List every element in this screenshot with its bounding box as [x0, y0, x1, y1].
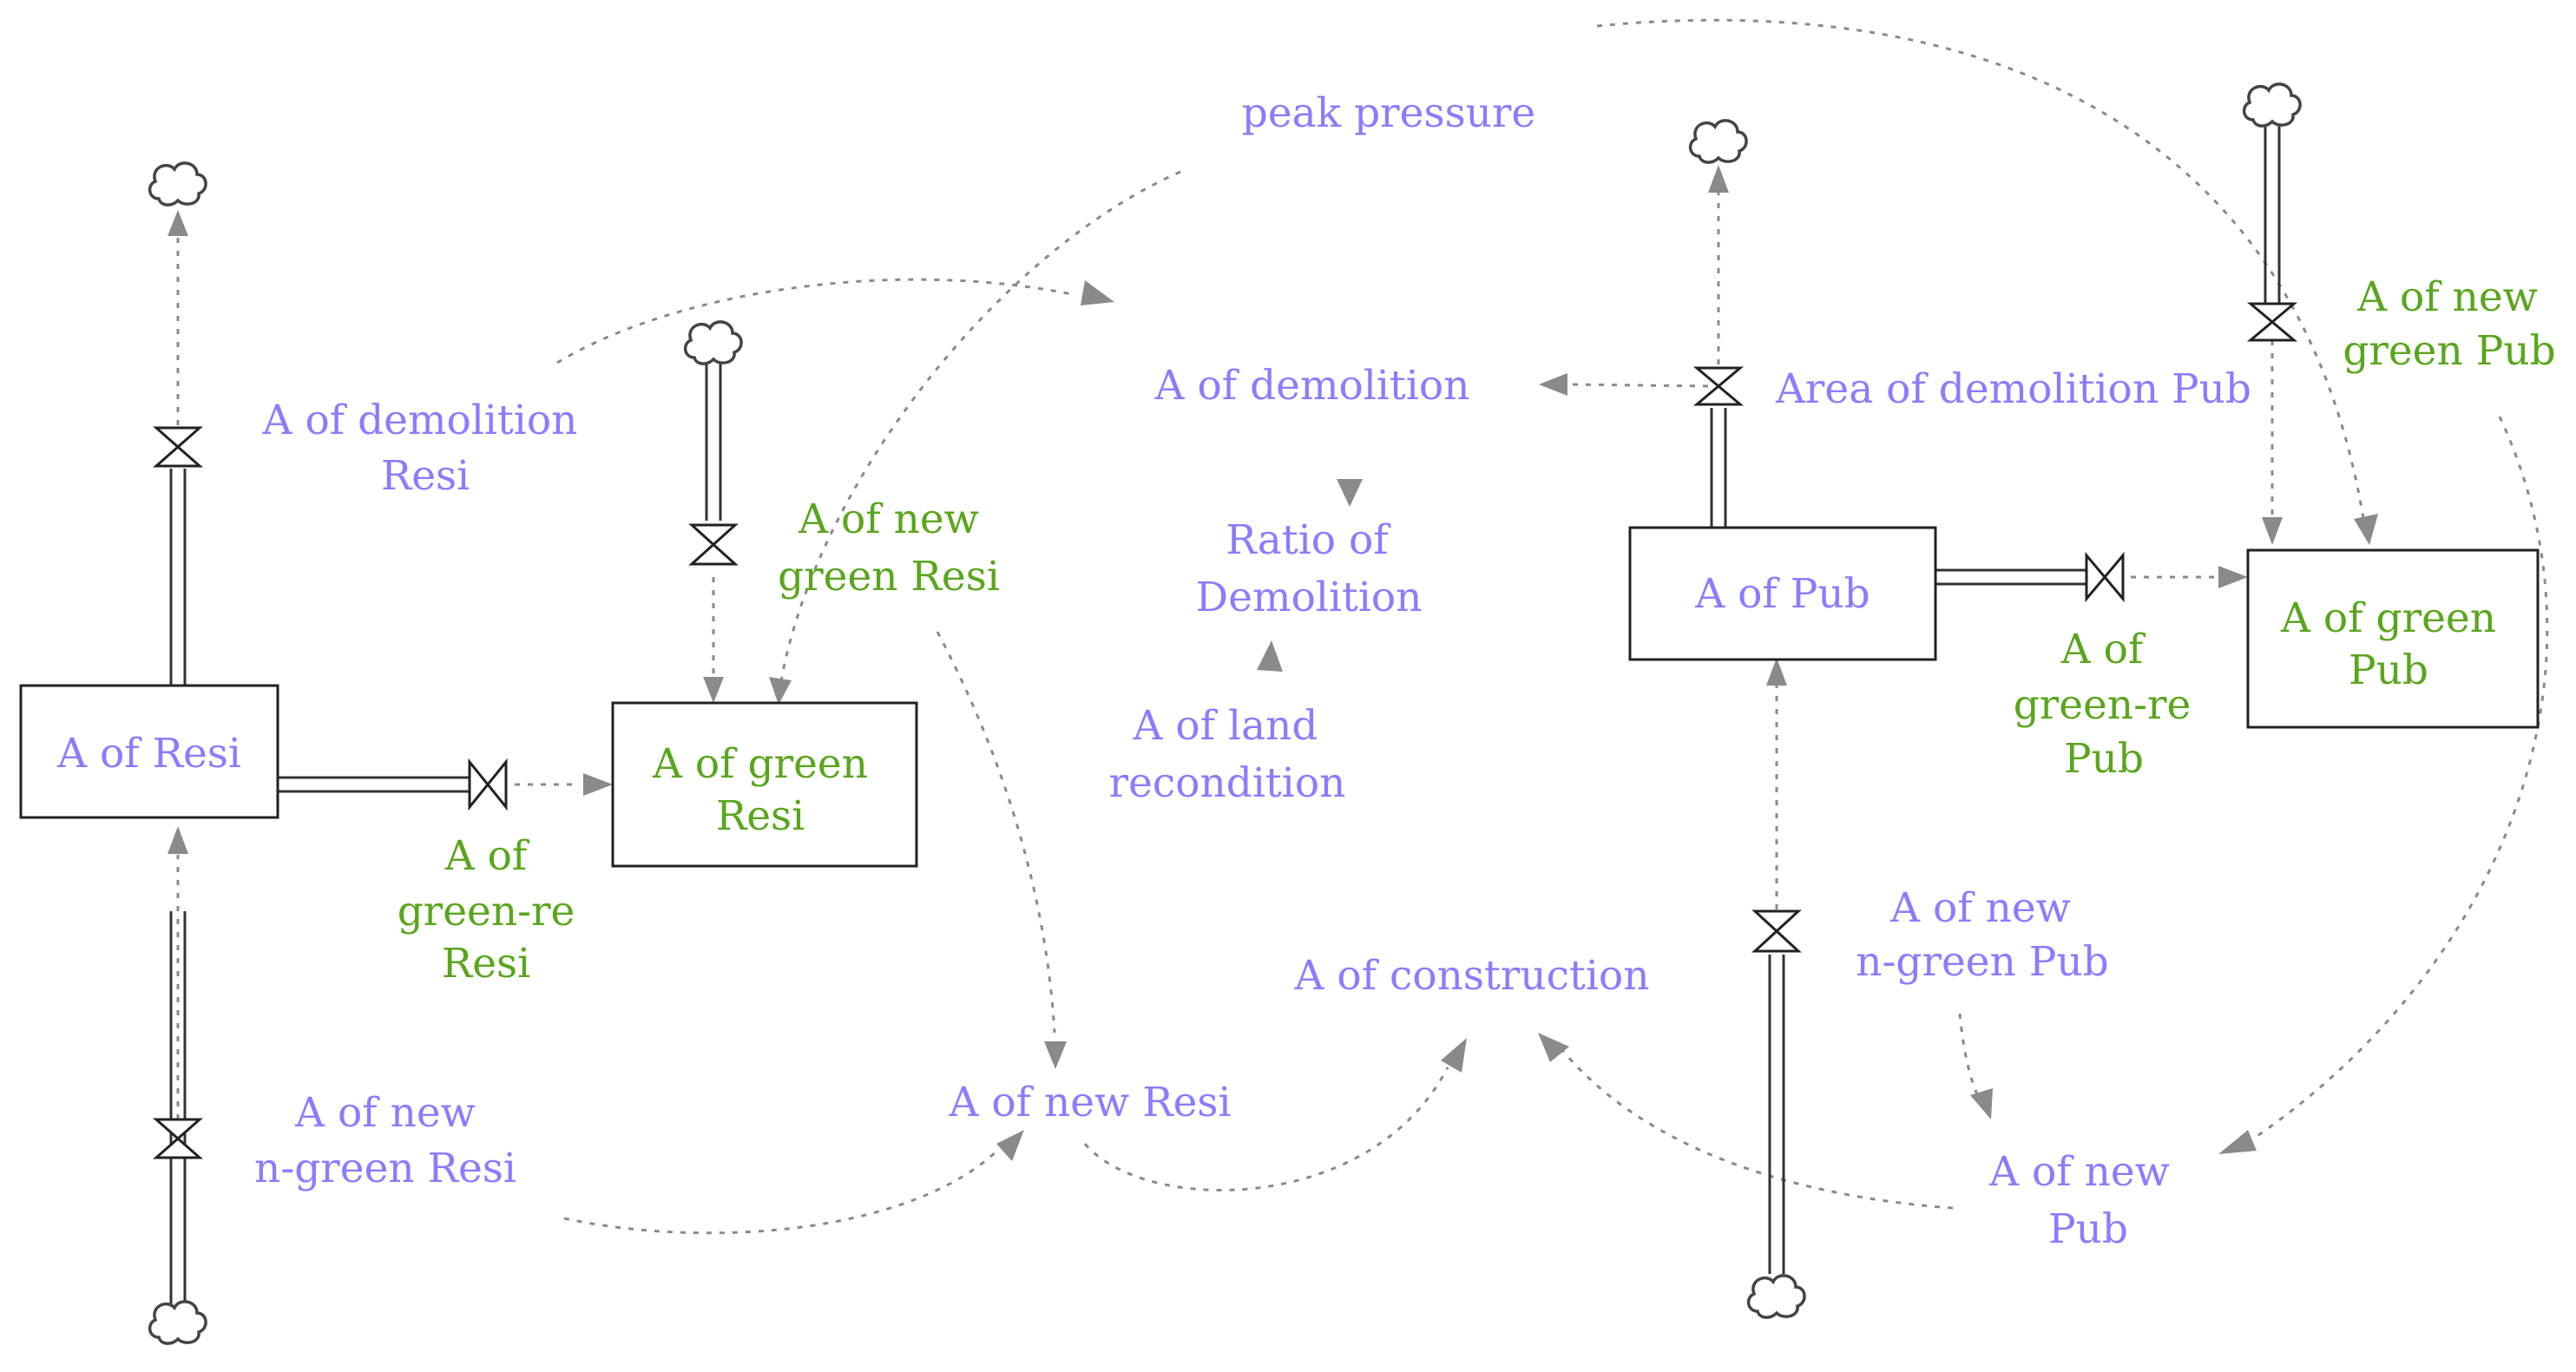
label-ratio-of-demolition: Ratio of	[1226, 516, 1391, 564]
arrowhead	[769, 677, 792, 705]
link-peak-pressure-to-green-resi	[779, 170, 1181, 682]
pipe-pub-new-n-green	[1768, 955, 1785, 1274]
arrowhead	[1970, 1088, 1993, 1119]
label-new-n-green-pub: A of new	[1889, 884, 2071, 932]
label-green-re-resi: Resi	[442, 940, 530, 988]
label-new-green-pub: green Pub	[2343, 327, 2555, 375]
label-demolition: A of demolition	[1154, 362, 1470, 410]
valve-green-re-pub	[2085, 551, 2125, 603]
cloud-icon	[683, 320, 743, 365]
arrowhead	[1337, 479, 1363, 507]
valve-new-green-resi	[688, 523, 739, 566]
arrowhead	[996, 1130, 1024, 1161]
arrowhead	[2218, 1130, 2257, 1154]
pipe-resi-new-n-green	[169, 1159, 187, 1306]
stock-box-green-resi[interactable]	[611, 701, 918, 868]
label-green-re-pub: Pub	[2064, 735, 2144, 783]
link-new-green-pub-to-new-pub	[2249, 416, 2549, 1143]
valve-demolition-resi	[153, 426, 203, 468]
label-demolition-resi: A of demolition	[262, 397, 578, 444]
pipe-new-green-resi	[705, 363, 722, 521]
arrowhead	[2354, 514, 2378, 545]
label-new-resi: A of new Resi	[948, 1079, 1231, 1126]
label-land-recondition: A of land	[1133, 702, 1318, 750]
cloud-icon	[2242, 82, 2302, 128]
label-demolition-pub: Area of demolition Pub	[1775, 365, 2251, 413]
link-peak-pressure-to-green-pub	[1596, 18, 2367, 530]
pipe-resi-new-n-green-upper	[169, 911, 187, 1159]
pipe-green-re-pub	[1935, 568, 2087, 586]
cloud-icon	[1746, 1274, 1806, 1319]
label-new-pub: A of new	[1988, 1148, 2170, 1196]
label-new-pub: Pub	[2048, 1205, 2128, 1253]
link-new-pub-to-construction	[1561, 1049, 1954, 1210]
label-land-recondition: recondition	[1109, 759, 1346, 807]
label-green-re-resi: A of	[444, 832, 530, 880]
label-demolition-resi: Resi	[381, 452, 470, 500]
stock-label-green-pub: Pub	[2349, 647, 2428, 694]
arrowhead	[1708, 165, 1729, 193]
arrowhead	[703, 677, 724, 703]
stock-box-resi[interactable]	[19, 684, 279, 819]
arrowhead	[1539, 373, 1567, 396]
arrowhead	[1538, 1033, 1569, 1062]
valve-new-green-pub	[2246, 302, 2298, 342]
labels: A of Resi A of green Resi A of Pub A of …	[56, 89, 2556, 1253]
label-new-green-resi: A of new	[798, 496, 979, 543]
label-construction: A of construction	[1294, 952, 1650, 1000]
arrowhead	[1766, 658, 1787, 686]
cloud-icon	[1688, 119, 1748, 164]
link-demolition-resi-to-demolition	[556, 278, 1077, 364]
label-peak-pressure: peak pressure	[1242, 89, 1536, 137]
label-new-green-resi: green Resi	[778, 553, 1000, 601]
influence-links	[176, 18, 2549, 1235]
stocks	[19, 526, 2540, 868]
valves	[153, 302, 2298, 1159]
link-new-n-green-resi-to-new-resi	[563, 1148, 1000, 1235]
stock-label-pub: A of Pub	[1694, 570, 1870, 618]
link-new-resi-to-construction	[1083, 1067, 1449, 1191]
label-green-re-resi: green-re	[398, 888, 575, 935]
stock-box-green-pub[interactable]	[2246, 548, 2540, 729]
valve-demolition-pub	[1692, 366, 1745, 406]
stock-box-pub[interactable]	[1628, 526, 1937, 661]
arrowhead	[2218, 566, 2248, 588]
arrowheads	[168, 165, 2378, 1161]
label-new-n-green-pub: n-green Pub	[1856, 938, 2109, 986]
label-ratio-of-demolition: Demolition	[1196, 574, 1423, 621]
valve-green-re-resi	[468, 758, 508, 811]
pipe-new-green-pub	[2264, 126, 2281, 304]
flow-pipes	[169, 126, 2281, 1306]
arrowhead	[2262, 517, 2283, 545]
cloud-icon	[148, 1300, 207, 1345]
arrowhead	[583, 773, 613, 796]
arrowhead	[1441, 1038, 1467, 1073]
label-new-green-pub: A of new	[2356, 273, 2538, 321]
pipe-resi-demolition-walls	[169, 469, 187, 686]
arrowhead	[1081, 280, 1114, 305]
label-new-n-green-resi: A of new	[294, 1089, 476, 1137]
label-green-re-pub: green-re	[2014, 681, 2192, 729]
arrowhead	[168, 210, 188, 236]
label-green-re-pub: A of	[2060, 626, 2146, 673]
stock-label-green-pub: A of green	[2280, 594, 2496, 642]
pipe-green-re-resi	[278, 776, 469, 793]
link-new-n-green-pub-to-new-pub	[1958, 1013, 1985, 1107]
valve-new-n-green-pub	[1751, 909, 1802, 953]
cloud-icon	[148, 161, 207, 207]
arrowhead	[1044, 1041, 1067, 1069]
valve-new-n-green-resi	[153, 1118, 203, 1159]
arrowhead	[1257, 640, 1283, 672]
link-new-green-resi-to-new-resi	[936, 631, 1056, 1034]
stock-label-green-resi: A of green	[652, 740, 868, 788]
label-new-n-green-resi: n-green Resi	[254, 1145, 516, 1192]
stock-label-green-resi: Resi	[716, 792, 805, 840]
stock-label-resi: A of Resi	[56, 730, 241, 778]
arrowhead	[168, 826, 188, 854]
link-demolition-pub-to-demolition	[1572, 383, 1709, 388]
pipe-pub-demolition	[1710, 408, 1727, 528]
